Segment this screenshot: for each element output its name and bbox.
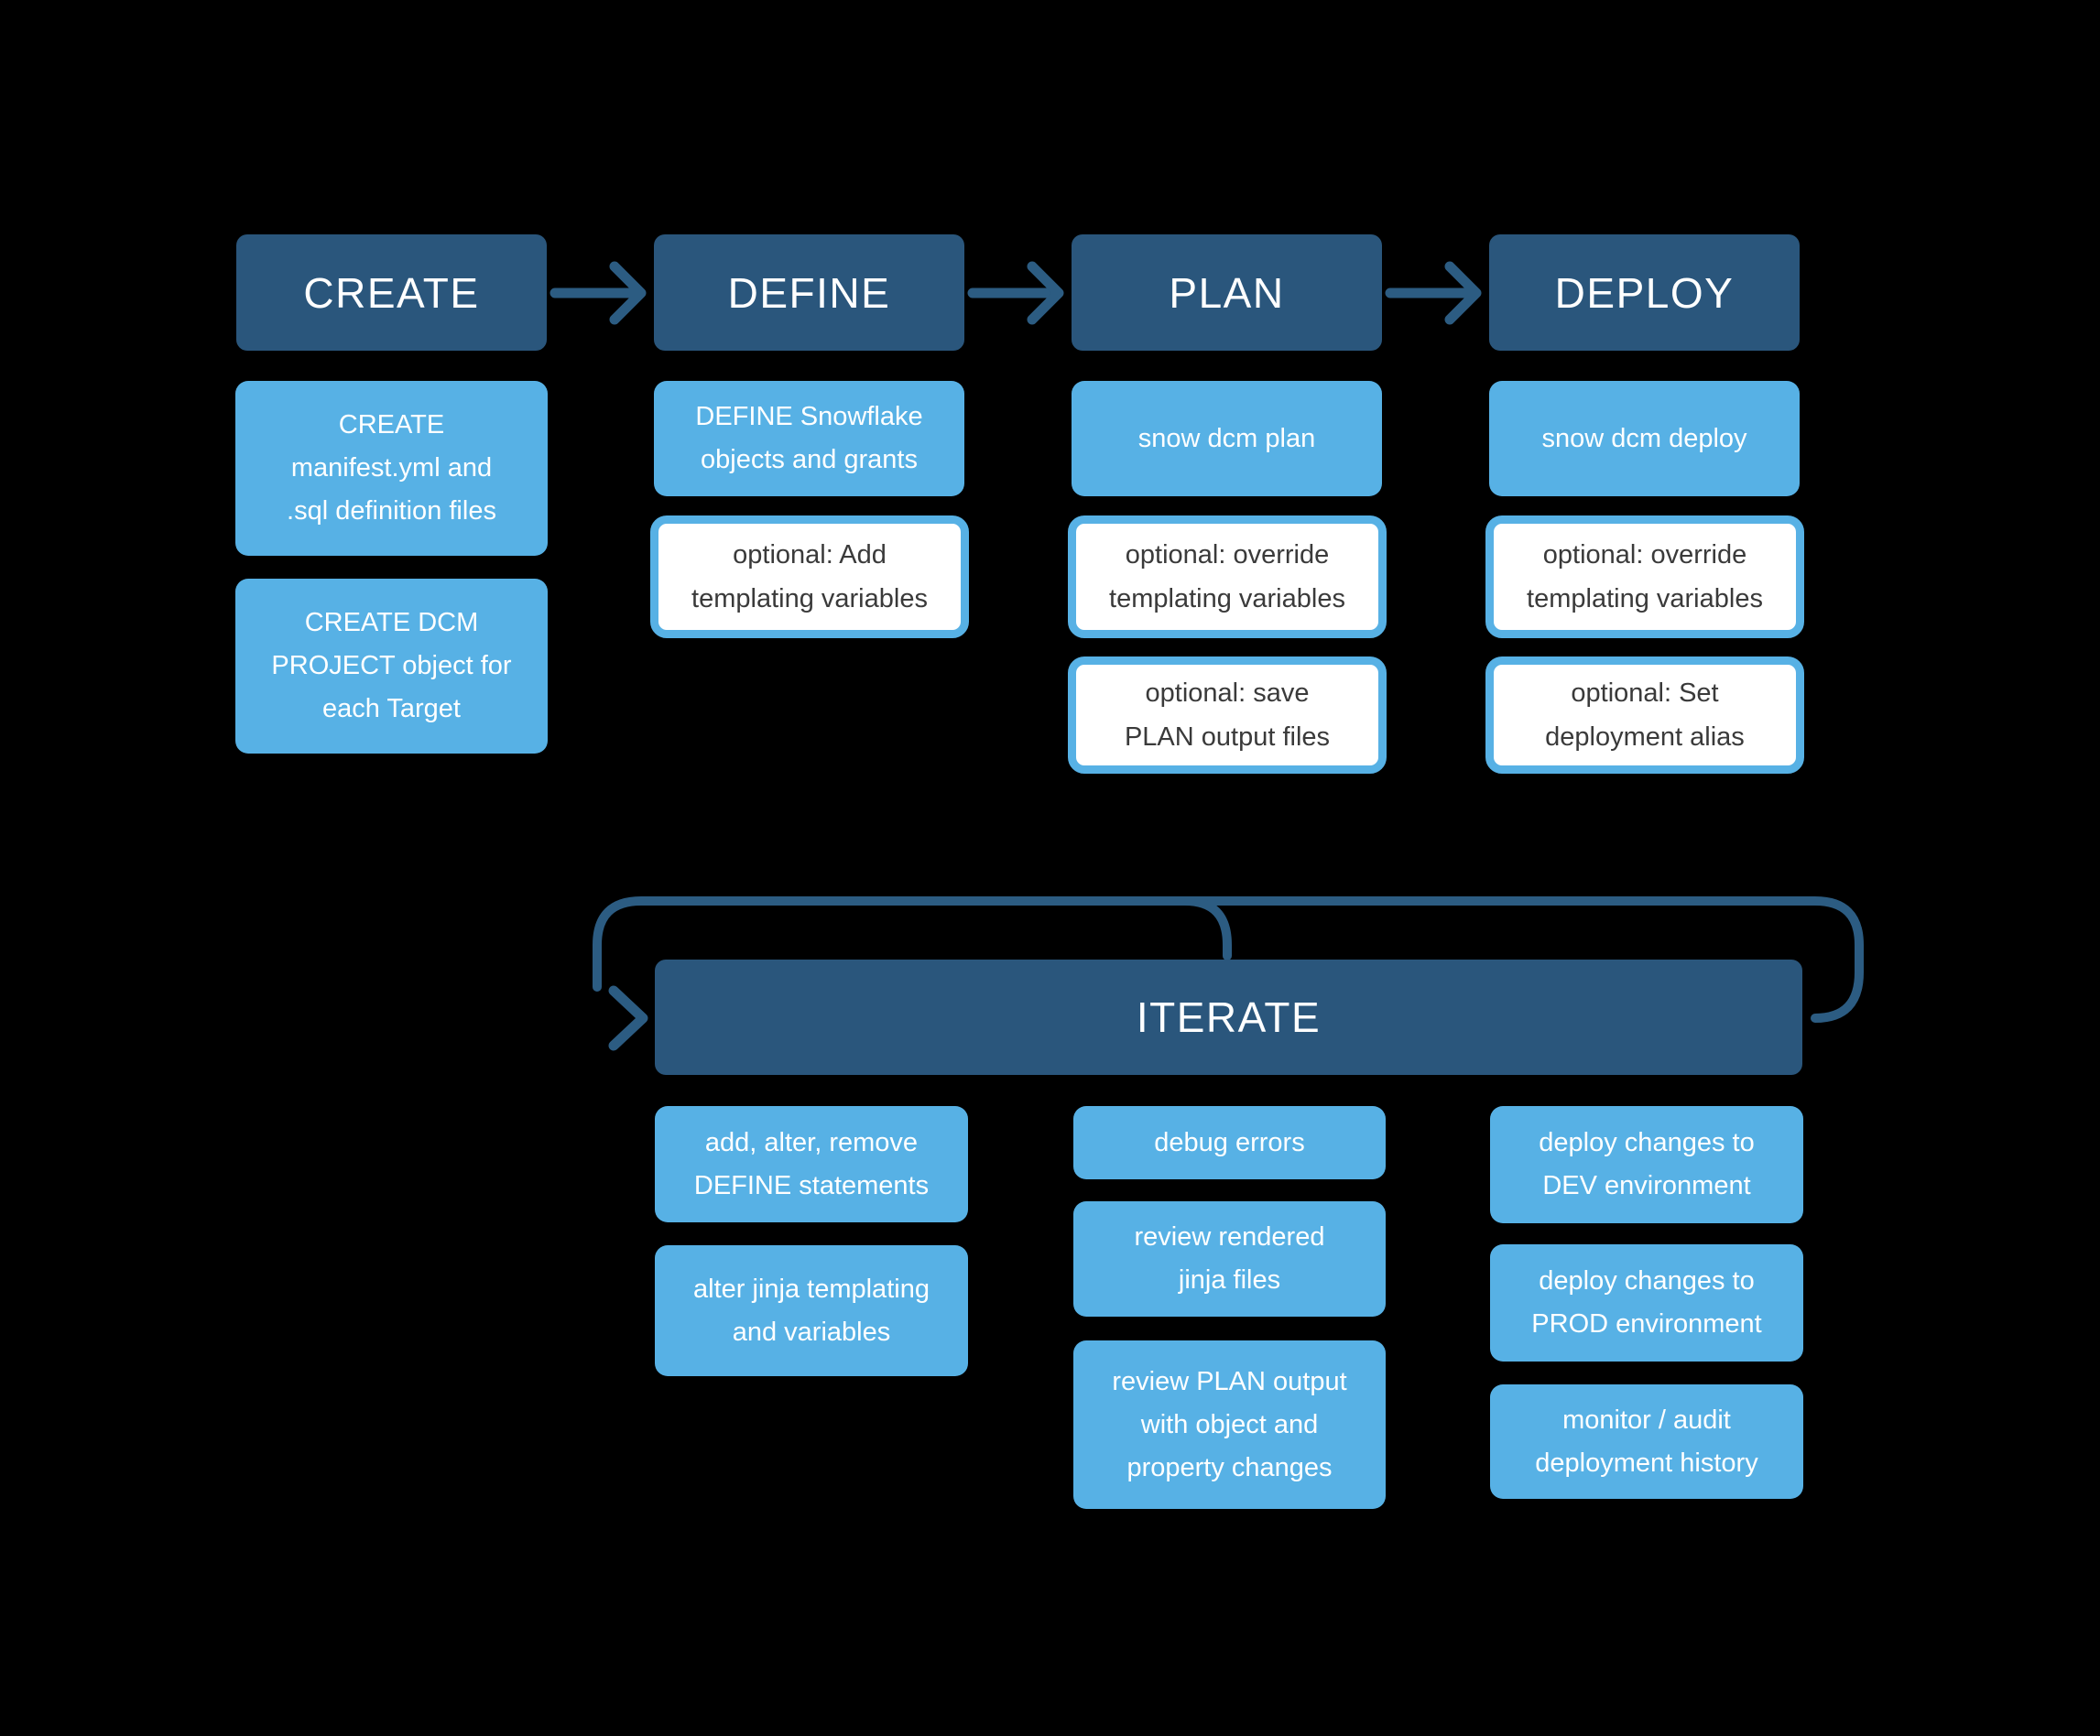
iterate-step-review-plan-output: review PLAN output with object and prope… (1073, 1340, 1386, 1509)
step-snow-dcm-plan: snow dcm plan (1072, 381, 1382, 496)
iterate-step-review-jinja: review rendered jinja files (1073, 1201, 1386, 1317)
step-plan-optional-override: optional: override templating variables (1068, 515, 1387, 638)
step-define-optional-templating: optional: Add templating variables (650, 515, 969, 638)
stage-header-plan: PLAN (1072, 234, 1382, 351)
stage-header-deploy: DEPLOY (1489, 234, 1800, 351)
step-plan-optional-save-output: optional: save PLAN output files (1068, 656, 1387, 774)
stage-header-create: CREATE (236, 234, 547, 351)
iterate-step-deploy-dev: deploy changes to DEV environment (1490, 1106, 1803, 1223)
step-create-manifest: CREATE manifest.yml and .sql definition … (235, 381, 548, 556)
arrow-right-icon-plan-deploy (1385, 261, 1482, 325)
iterate-step-deploy-prod: deploy changes to PROD environment (1490, 1244, 1803, 1362)
arrow-right-icon-create-define (549, 261, 647, 325)
iterate-step-debug-errors: debug errors (1073, 1106, 1386, 1179)
stage-header-define: DEFINE (654, 234, 964, 351)
step-snow-dcm-deploy: snow dcm deploy (1489, 381, 1800, 496)
iterate-step-monitor-audit: monitor / audit deployment history (1490, 1384, 1803, 1499)
step-deploy-optional-alias: optional: Set deployment alias (1485, 656, 1804, 774)
step-deploy-optional-override: optional: override templating variables (1485, 515, 1804, 638)
iterate-header: ITERATE (655, 960, 1802, 1075)
arrow-right-icon-define-plan (967, 261, 1064, 325)
iterate-step-jinja-templating: alter jinja templating and variables (655, 1245, 968, 1376)
step-create-dcm-project: CREATE DCM PROJECT object for each Targe… (235, 579, 548, 754)
loop-arrowhead-icon (608, 985, 648, 1051)
iterate-step-define-statements: add, alter, remove DEFINE statements (655, 1106, 968, 1222)
step-define-objects: DEFINE Snowflake objects and grants (654, 381, 964, 496)
